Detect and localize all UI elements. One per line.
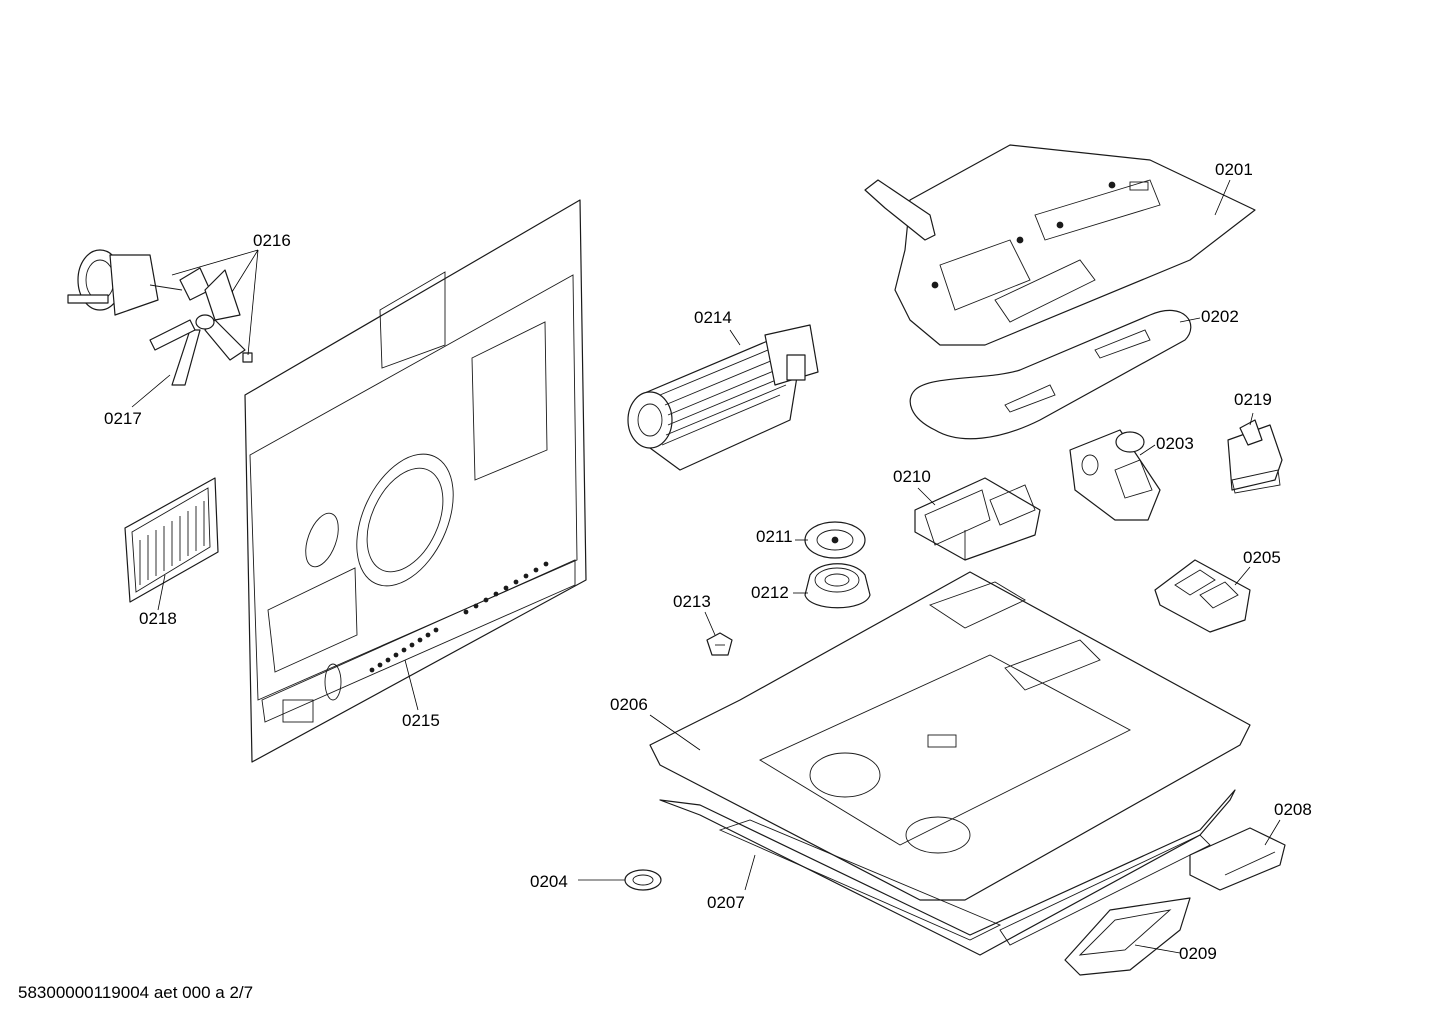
convection-fan-motor-part bbox=[67, 249, 253, 386]
label-0207: 0207 bbox=[707, 893, 745, 912]
air-duct-part bbox=[1064, 897, 1191, 976]
back-grille-part bbox=[124, 477, 219, 603]
connector-block-part bbox=[1154, 559, 1251, 633]
label-0208: 0208 bbox=[1274, 800, 1312, 819]
label-0205: 0205 bbox=[1243, 548, 1281, 567]
transformer-part bbox=[1227, 419, 1283, 494]
document-reference: 58300000119004 aet 000 a 2/7 bbox=[18, 983, 253, 1002]
clip-part bbox=[706, 632, 733, 656]
back-panel-part bbox=[244, 199, 587, 763]
base-frame-part bbox=[649, 571, 1251, 956]
label-0206: 0206 bbox=[610, 695, 648, 714]
top-bracket-part bbox=[864, 144, 1256, 346]
electronic-module-part bbox=[1189, 827, 1286, 891]
foot-part bbox=[624, 869, 662, 891]
label-0217: 0217 bbox=[104, 409, 142, 428]
switch-module-part bbox=[1069, 429, 1161, 521]
thermostat-cover-part bbox=[804, 521, 866, 559]
label-0201: 0201 bbox=[1215, 160, 1253, 179]
label-0213: 0213 bbox=[673, 592, 711, 611]
label-0202: 0202 bbox=[1201, 307, 1239, 326]
label-0216: 0216 bbox=[253, 231, 291, 250]
label-0204: 0204 bbox=[530, 872, 568, 891]
label-0211: 0211 bbox=[756, 527, 793, 546]
tangential-fan-part bbox=[627, 324, 819, 471]
label-0212: 0212 bbox=[751, 583, 789, 602]
label-0219: 0219 bbox=[1234, 390, 1272, 409]
label-0203: 0203 bbox=[1156, 434, 1194, 453]
label-0210: 0210 bbox=[893, 467, 931, 486]
label-0214: 0214 bbox=[694, 308, 732, 327]
lamp-housing-part bbox=[804, 563, 871, 609]
label-0218: 0218 bbox=[139, 609, 177, 628]
label-0209: 0209 bbox=[1179, 944, 1217, 963]
label-0215: 0215 bbox=[402, 711, 440, 730]
leader-lines bbox=[131, 179, 1281, 954]
insulation-plate-part bbox=[909, 309, 1192, 440]
control-box-part bbox=[914, 477, 1041, 561]
